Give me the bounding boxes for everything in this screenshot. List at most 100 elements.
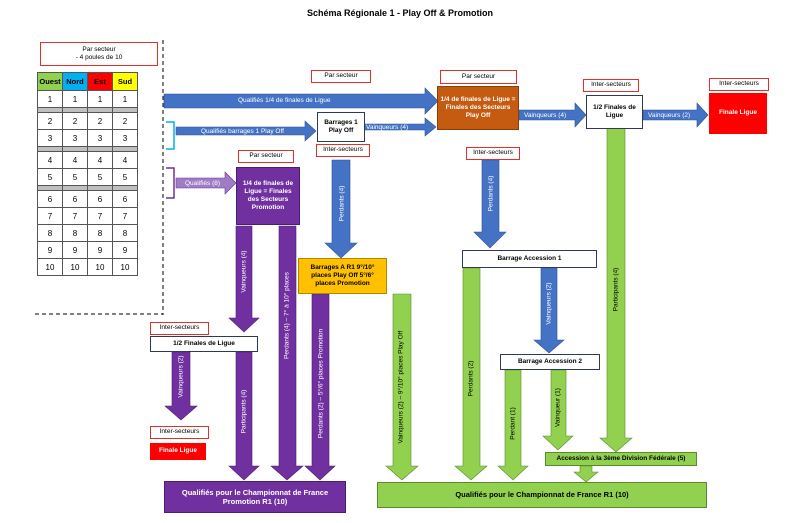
arrow-perdants-5-6 — [304, 293, 336, 481]
box-quart-promo: 1/4 de finales de Ligue = Finales des Se… — [236, 167, 300, 225]
arrow-participants-promo — [228, 351, 260, 481]
box-quart-ligue: 1/4 de finales de Ligue = Finales des Se… — [437, 86, 519, 130]
arrow-perdants-quart — [473, 159, 507, 249]
label-vainqueurs-9-10: Vainqueurs (2) – 9°/10° places Play Off — [397, 330, 405, 444]
box-qualif-france: Qualifiés pour le Championnat de France … — [377, 482, 707, 508]
tag-inter-secteurs-2: Inter-secteurs — [709, 78, 769, 91]
arrow-qualifies-barrages — [175, 120, 317, 142]
box-finale-ligue: Finale Ligue — [709, 93, 767, 134]
box-barrage-acc1: Barrage Accession 1 — [462, 250, 597, 268]
box-finale-promo: Finale Ligue — [150, 443, 206, 460]
box-demi-promo: 1/2 Finales de Ligue — [150, 336, 258, 352]
arrow-vainqueur-acc2 — [542, 369, 574, 451]
box-accession-3: Accession à la 3ème Division Fédérale (5… — [545, 452, 697, 466]
grid-cell: 5 — [62, 168, 88, 186]
box-qualif-promo: Qualifiés pour le Championnat de France … — [164, 481, 346, 513]
arrow-vainqueurs-4-quart — [518, 102, 587, 128]
grid-cell: 1 — [112, 90, 138, 108]
tag-inter-secteurs-6: Inter-secteurs — [150, 426, 209, 439]
box-barrage-acc2: Barrage Accession 2 — [500, 354, 600, 370]
arrow-vainqueurs-acc — [533, 267, 565, 354]
label-qualifies-quart: Qualifiés 1/4 de finales de Ligue — [238, 97, 331, 104]
arrow-qualifies-8 — [175, 171, 237, 195]
arrow-vainqueurs-9-10 — [385, 293, 419, 481]
arrow-perdants-acc1 — [454, 267, 488, 481]
tag-inter-secteurs-5: Inter-secteurs — [150, 322, 209, 335]
grid-cell: 5 — [112, 168, 138, 186]
arrow-perdant-acc2 — [497, 369, 529, 481]
label-vainqueurs-2-promo: Vainqueurs (2) — [177, 355, 185, 398]
arrow-qualifies-quart — [163, 87, 439, 115]
grid-cell: 6 — [112, 190, 138, 208]
grid-cell: 5 — [37, 168, 63, 186]
grid-cell: 10 — [87, 258, 113, 276]
grid-cell: 9 — [62, 241, 88, 259]
grid-cell: 1 — [37, 90, 63, 108]
grid-cell: 4 — [112, 151, 138, 169]
label-perdants-7-10: Perdants (4) – 7° à 10° places — [283, 272, 291, 359]
grid-cell: 8 — [62, 224, 88, 242]
arrow-vainqueurs-promo — [228, 225, 260, 333]
grid-cell: 8 — [87, 224, 113, 242]
arrow-vainqueurs-finale-promo — [164, 351, 198, 421]
box-barrages1: Barrages 1 Play Off — [317, 112, 365, 142]
arrow-accession-down — [573, 465, 599, 483]
grid-cell: 10 — [62, 258, 88, 276]
label-participants-4-right: Participants (4) — [612, 267, 620, 312]
bracket-rows-2-3 — [166, 121, 175, 150]
grid-cell: 6 — [37, 190, 63, 208]
tag-par-secteur-2: Par secteur — [440, 70, 517, 84]
grid-cell: 1 — [62, 90, 88, 108]
grid-cell: 4 — [37, 151, 63, 169]
grid-cell: 3 — [112, 129, 138, 147]
page-title: Schéma Régionale 1 - Play Off & Promotio… — [306, 8, 494, 18]
grid-cell: 7 — [62, 207, 88, 225]
label-vainqueurs-4-promo: Vainqueurs (4) — [240, 250, 248, 293]
arrow-perdants-barrages — [324, 159, 358, 259]
label-vainqueur-1: Vainqueur (1) — [554, 388, 562, 427]
grid-cell: 2 — [37, 112, 63, 130]
grid-cell: 10 — [112, 258, 138, 276]
grid-cell: 3 — [62, 129, 88, 147]
grid-cell: 4 — [62, 151, 88, 169]
grid-cell: 8 — [37, 224, 63, 242]
grid-cell: 2 — [112, 112, 138, 130]
tag-par-secteur-3: Par secteur — [238, 150, 294, 163]
grid-cell: 1 — [87, 90, 113, 108]
grid-cell: 7 — [37, 207, 63, 225]
grid-cell: 3 — [37, 129, 63, 147]
grid-col-header-sud: Sud — [112, 72, 138, 91]
label-vainqueurs-4-a: Vainqueurs (4) — [366, 124, 409, 131]
label-qualifies-barrages: Qualifiés barrages 1 Play Off — [201, 128, 284, 135]
label-vainqueurs-2-acc: Vainqueurs (2) — [545, 282, 553, 325]
grid-col-header-ouest: Ouest — [37, 72, 63, 91]
label-perdants-4-barrages: Perdants (4) — [338, 185, 346, 222]
label-vainqueurs-4-b: Vainqueurs (4) — [524, 112, 567, 119]
box-demi-ligue: 1/2 Finales de Ligue — [586, 95, 643, 129]
box-barrages-a: Barrages A R1 9°/10° places Play Off 5°/… — [298, 258, 387, 294]
grid-header-line2: - 4 poules de 10 — [75, 54, 123, 61]
grid-col-header-nord: Nord — [62, 72, 88, 91]
label-perdants-4-quart: Perdants (4) — [487, 175, 495, 212]
grid-cell: 6 — [87, 190, 113, 208]
bracket-rows-4-5 — [166, 167, 175, 199]
grid-cell: 9 — [112, 241, 138, 259]
tag-inter-secteurs-4: Inter-secteurs — [466, 147, 520, 160]
label-perdant-1: Perdant (1) — [509, 407, 517, 440]
label-perdants-5-6: Perdants (2) – 5°/6° places Promotion — [317, 328, 325, 439]
grid-cell: 3 — [87, 129, 113, 147]
arrow-perdants-7-10 — [270, 225, 304, 481]
tag-par-secteur-1: Par secteur — [311, 70, 371, 83]
